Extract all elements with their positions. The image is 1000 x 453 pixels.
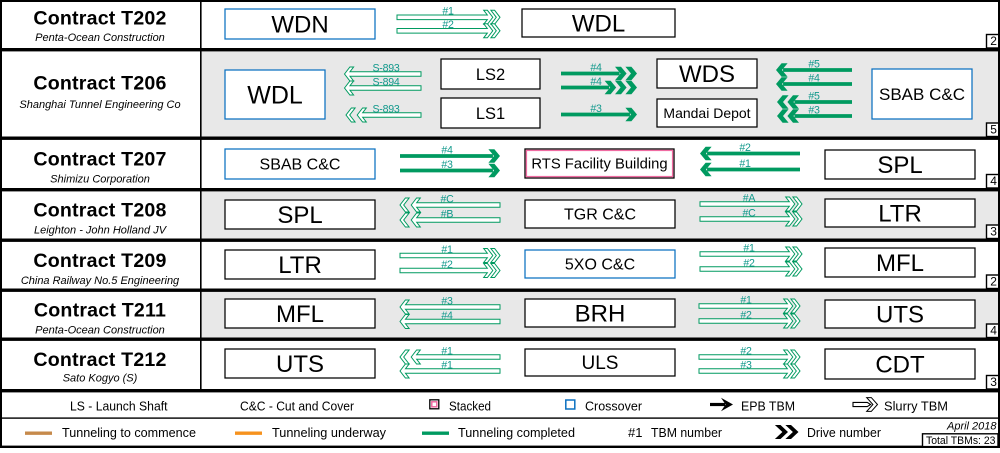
svg-text:#2: #2 [740,309,752,321]
svg-text:#A: #A [743,192,757,204]
svg-text:Contract T202: Contract T202 [33,8,166,30]
svg-text:Tunneling underway: Tunneling underway [272,425,386,440]
svg-text:Slurry TBM: Slurry TBM [884,399,948,414]
svg-text:#1: #1 [441,244,453,256]
svg-text:#C: #C [440,193,454,205]
svg-text:Penta-Ocean Construction: Penta-Ocean Construction [35,32,165,44]
svg-text:LS2: LS2 [476,66,505,84]
svg-text:UTS: UTS [876,301,924,328]
svg-text:Leighton - John Holland JV: Leighton - John Holland JV [34,225,168,237]
svg-text:4: 4 [990,324,997,338]
svg-text:Contract T212: Contract T212 [33,349,166,371]
svg-text:Contract T206: Contract T206 [33,72,166,94]
svg-text:3: 3 [990,225,997,239]
svg-text:#2: #2 [441,259,453,271]
svg-text:#1: #1 [743,242,755,254]
svg-text:#3: #3 [808,104,820,116]
svg-text:LTR: LTR [278,252,322,279]
svg-text:BRH: BRH [575,300,626,327]
svg-text:Drive number: Drive number [807,425,882,440]
svg-text:CDT: CDT [875,351,925,378]
svg-text:4: 4 [990,174,997,188]
svg-text:WDL: WDL [247,81,303,109]
svg-text:TGR C&C: TGR C&C [564,207,636,224]
svg-text:April 2018: April 2018 [946,420,997,432]
svg-text:#4: #4 [590,62,602,74]
svg-text:WDN: WDN [271,11,328,38]
svg-text:Sato Kogyo (S): Sato Kogyo (S) [63,373,138,385]
svg-text:#1: #1 [441,359,453,371]
svg-text:MFL: MFL [276,301,324,328]
svg-text:UTS: UTS [276,351,324,378]
svg-text:#3: #3 [740,359,752,371]
svg-text:Shanghai Tunnel Engineering Co: Shanghai Tunnel Engineering Co [19,99,180,111]
svg-text:S-893: S-893 [372,103,399,115]
svg-text:Tunneling to commence: Tunneling to commence [62,425,196,440]
svg-text:#1: #1 [442,6,454,18]
svg-text:SPL: SPL [277,202,322,229]
svg-text:Penta-Ocean Construction: Penta-Ocean Construction [35,325,165,337]
svg-text:WDL: WDL [572,10,625,37]
svg-text:Contract T211: Contract T211 [34,300,166,322]
svg-text:#1: #1 [739,158,751,170]
svg-text:LTR: LTR [878,200,922,227]
svg-text:#1: #1 [628,425,642,440]
svg-text:SBAB C&C: SBAB C&C [879,85,965,104]
svg-text:2: 2 [990,34,997,48]
svg-text:#4: #4 [441,144,453,156]
svg-text:Contract T207: Contract T207 [33,149,166,171]
svg-text:TBM number: TBM number [651,425,723,440]
svg-text:China Railway No.5 Engineering: China Railway No.5 Engineering [21,275,180,287]
svg-text:Contract T208: Contract T208 [33,200,166,222]
svg-text:C&C - Cut and Cover: C&C - Cut and Cover [240,399,355,414]
svg-text:SPL: SPL [877,152,922,179]
svg-text:#2: #2 [743,257,755,269]
svg-text:RTS Facility Building: RTS Facility Building [531,157,667,173]
svg-text:Mandai Depot: Mandai Depot [663,105,750,121]
svg-text:#1: #1 [740,294,752,306]
svg-text:Contract T209: Contract T209 [33,250,166,272]
svg-text:#B: #B [441,208,454,220]
svg-text:S-893: S-893 [372,62,399,74]
svg-text:Crossover: Crossover [585,399,643,414]
svg-text:#3: #3 [441,295,453,307]
svg-text:Tunneling completed: Tunneling completed [458,425,575,440]
svg-text:#5: #5 [808,90,820,102]
svg-text:ULS: ULS [582,353,619,374]
svg-text:#1: #1 [441,345,453,357]
svg-text:5XO C&C: 5XO C&C [565,257,635,274]
svg-text:LS - Launch Shaft: LS - Launch Shaft [70,399,168,414]
svg-text:#5: #5 [808,58,820,70]
svg-text:#2: #2 [739,142,751,154]
svg-text:Stacked: Stacked [449,399,491,414]
svg-text:WDS: WDS [679,61,735,88]
svg-text:Total TBMs: 23: Total TBMs: 23 [926,435,996,447]
svg-text:#4: #4 [590,76,602,88]
svg-text:5: 5 [990,123,997,137]
svg-text:S-894: S-894 [372,76,399,88]
svg-text:#2: #2 [740,345,752,357]
svg-text:#C: #C [742,207,756,219]
svg-text:LS1: LS1 [476,105,505,123]
svg-text:#3: #3 [590,103,602,115]
svg-text:EPB TBM: EPB TBM [741,399,795,414]
svg-text:#4: #4 [441,310,453,322]
svg-text:Shimizu Corporation: Shimizu Corporation [50,174,150,186]
svg-text:SBAB C&C: SBAB C&C [260,157,341,174]
svg-text:#3: #3 [441,159,453,171]
svg-text:#2: #2 [442,19,454,31]
svg-text:3: 3 [990,375,997,389]
svg-text:MFL: MFL [876,250,924,277]
svg-text:#4: #4 [808,72,820,84]
svg-text:2: 2 [990,275,997,289]
